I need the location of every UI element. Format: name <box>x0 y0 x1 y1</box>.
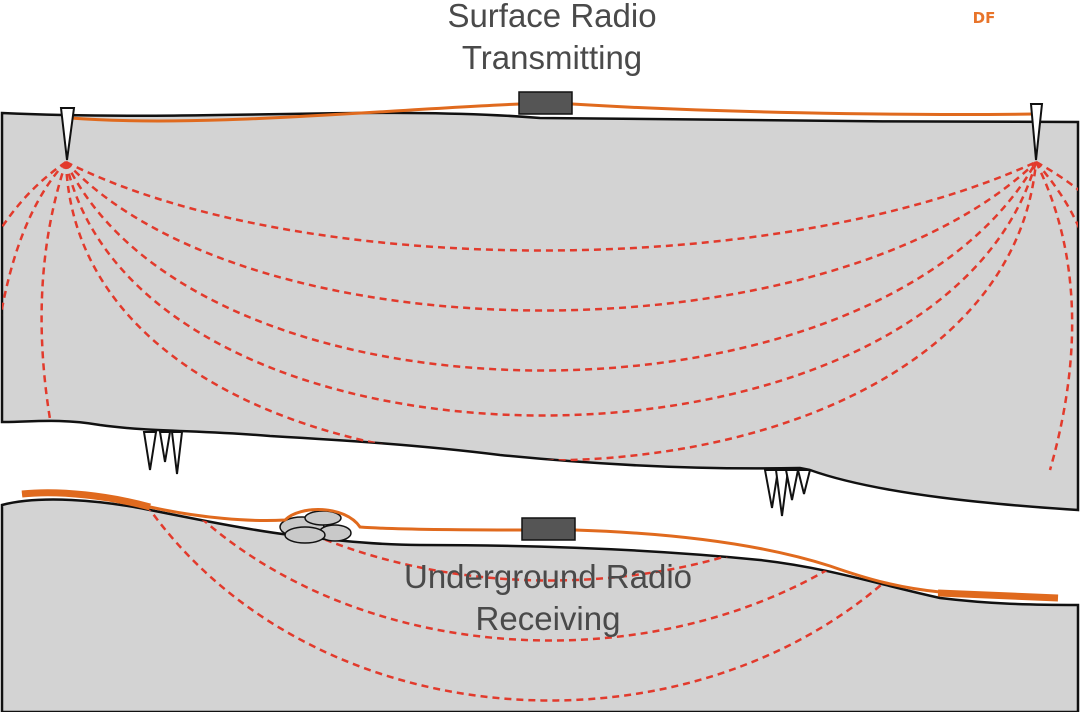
watermark-logo: DF <box>973 9 996 27</box>
stalactites-left <box>142 431 184 475</box>
underground-antenna-end-right <box>937 589 1059 602</box>
surface-radio-box <box>518 91 573 115</box>
left-ground-electrode <box>59 107 76 161</box>
right-ground-electrode <box>1029 103 1044 161</box>
surface-label-line2: Transmitting <box>462 39 642 76</box>
lower-rock-layer <box>0 498 1080 712</box>
boulders <box>279 510 352 544</box>
underground-antenna-cable <box>21 491 1059 599</box>
underground-antenna-end-left <box>21 489 151 511</box>
underground-radio-box <box>521 517 576 541</box>
stalactites-right <box>763 469 812 517</box>
underground-label-line2: Receiving <box>476 600 621 637</box>
underground-label-line1: Underground Radio <box>404 558 692 595</box>
surface-label-line1: Surface Radio <box>447 0 656 34</box>
field-lines-upper <box>2 160 1078 471</box>
